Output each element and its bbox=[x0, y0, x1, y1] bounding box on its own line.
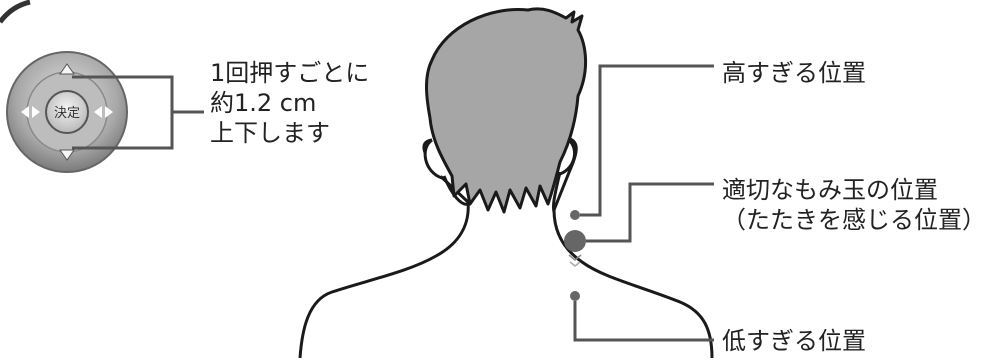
too-high-label: 高すぎる位置 bbox=[722, 58, 866, 88]
enter-button-label: 決定 bbox=[54, 106, 80, 121]
step-line-3: 上下します bbox=[210, 118, 369, 148]
proper-line-1: 適切なもみ玉の位置 bbox=[722, 175, 986, 205]
step-line-2: 約1.2 cm bbox=[210, 88, 369, 118]
proper-line-2: （たたきを感じる位置） bbox=[722, 205, 986, 235]
left-shoulder bbox=[300, 140, 468, 358]
proper-position-label: 適切なもみ玉の位置 （たたきを感じる位置） bbox=[722, 175, 986, 235]
high-position-dot bbox=[570, 210, 580, 220]
low-position-dot bbox=[570, 291, 580, 301]
step-line-1: 1回押すごとに bbox=[210, 58, 369, 88]
corner-mark bbox=[0, 2, 30, 22]
hair bbox=[427, 9, 586, 212]
proper-position-ball bbox=[564, 230, 586, 252]
high-leader-line bbox=[580, 66, 714, 215]
too-low-label: 低すぎる位置 bbox=[722, 326, 866, 356]
remote-dial: 決定 bbox=[7, 52, 127, 172]
step-description: 1回押すごとに 約1.2 cm 上下します bbox=[210, 58, 369, 148]
